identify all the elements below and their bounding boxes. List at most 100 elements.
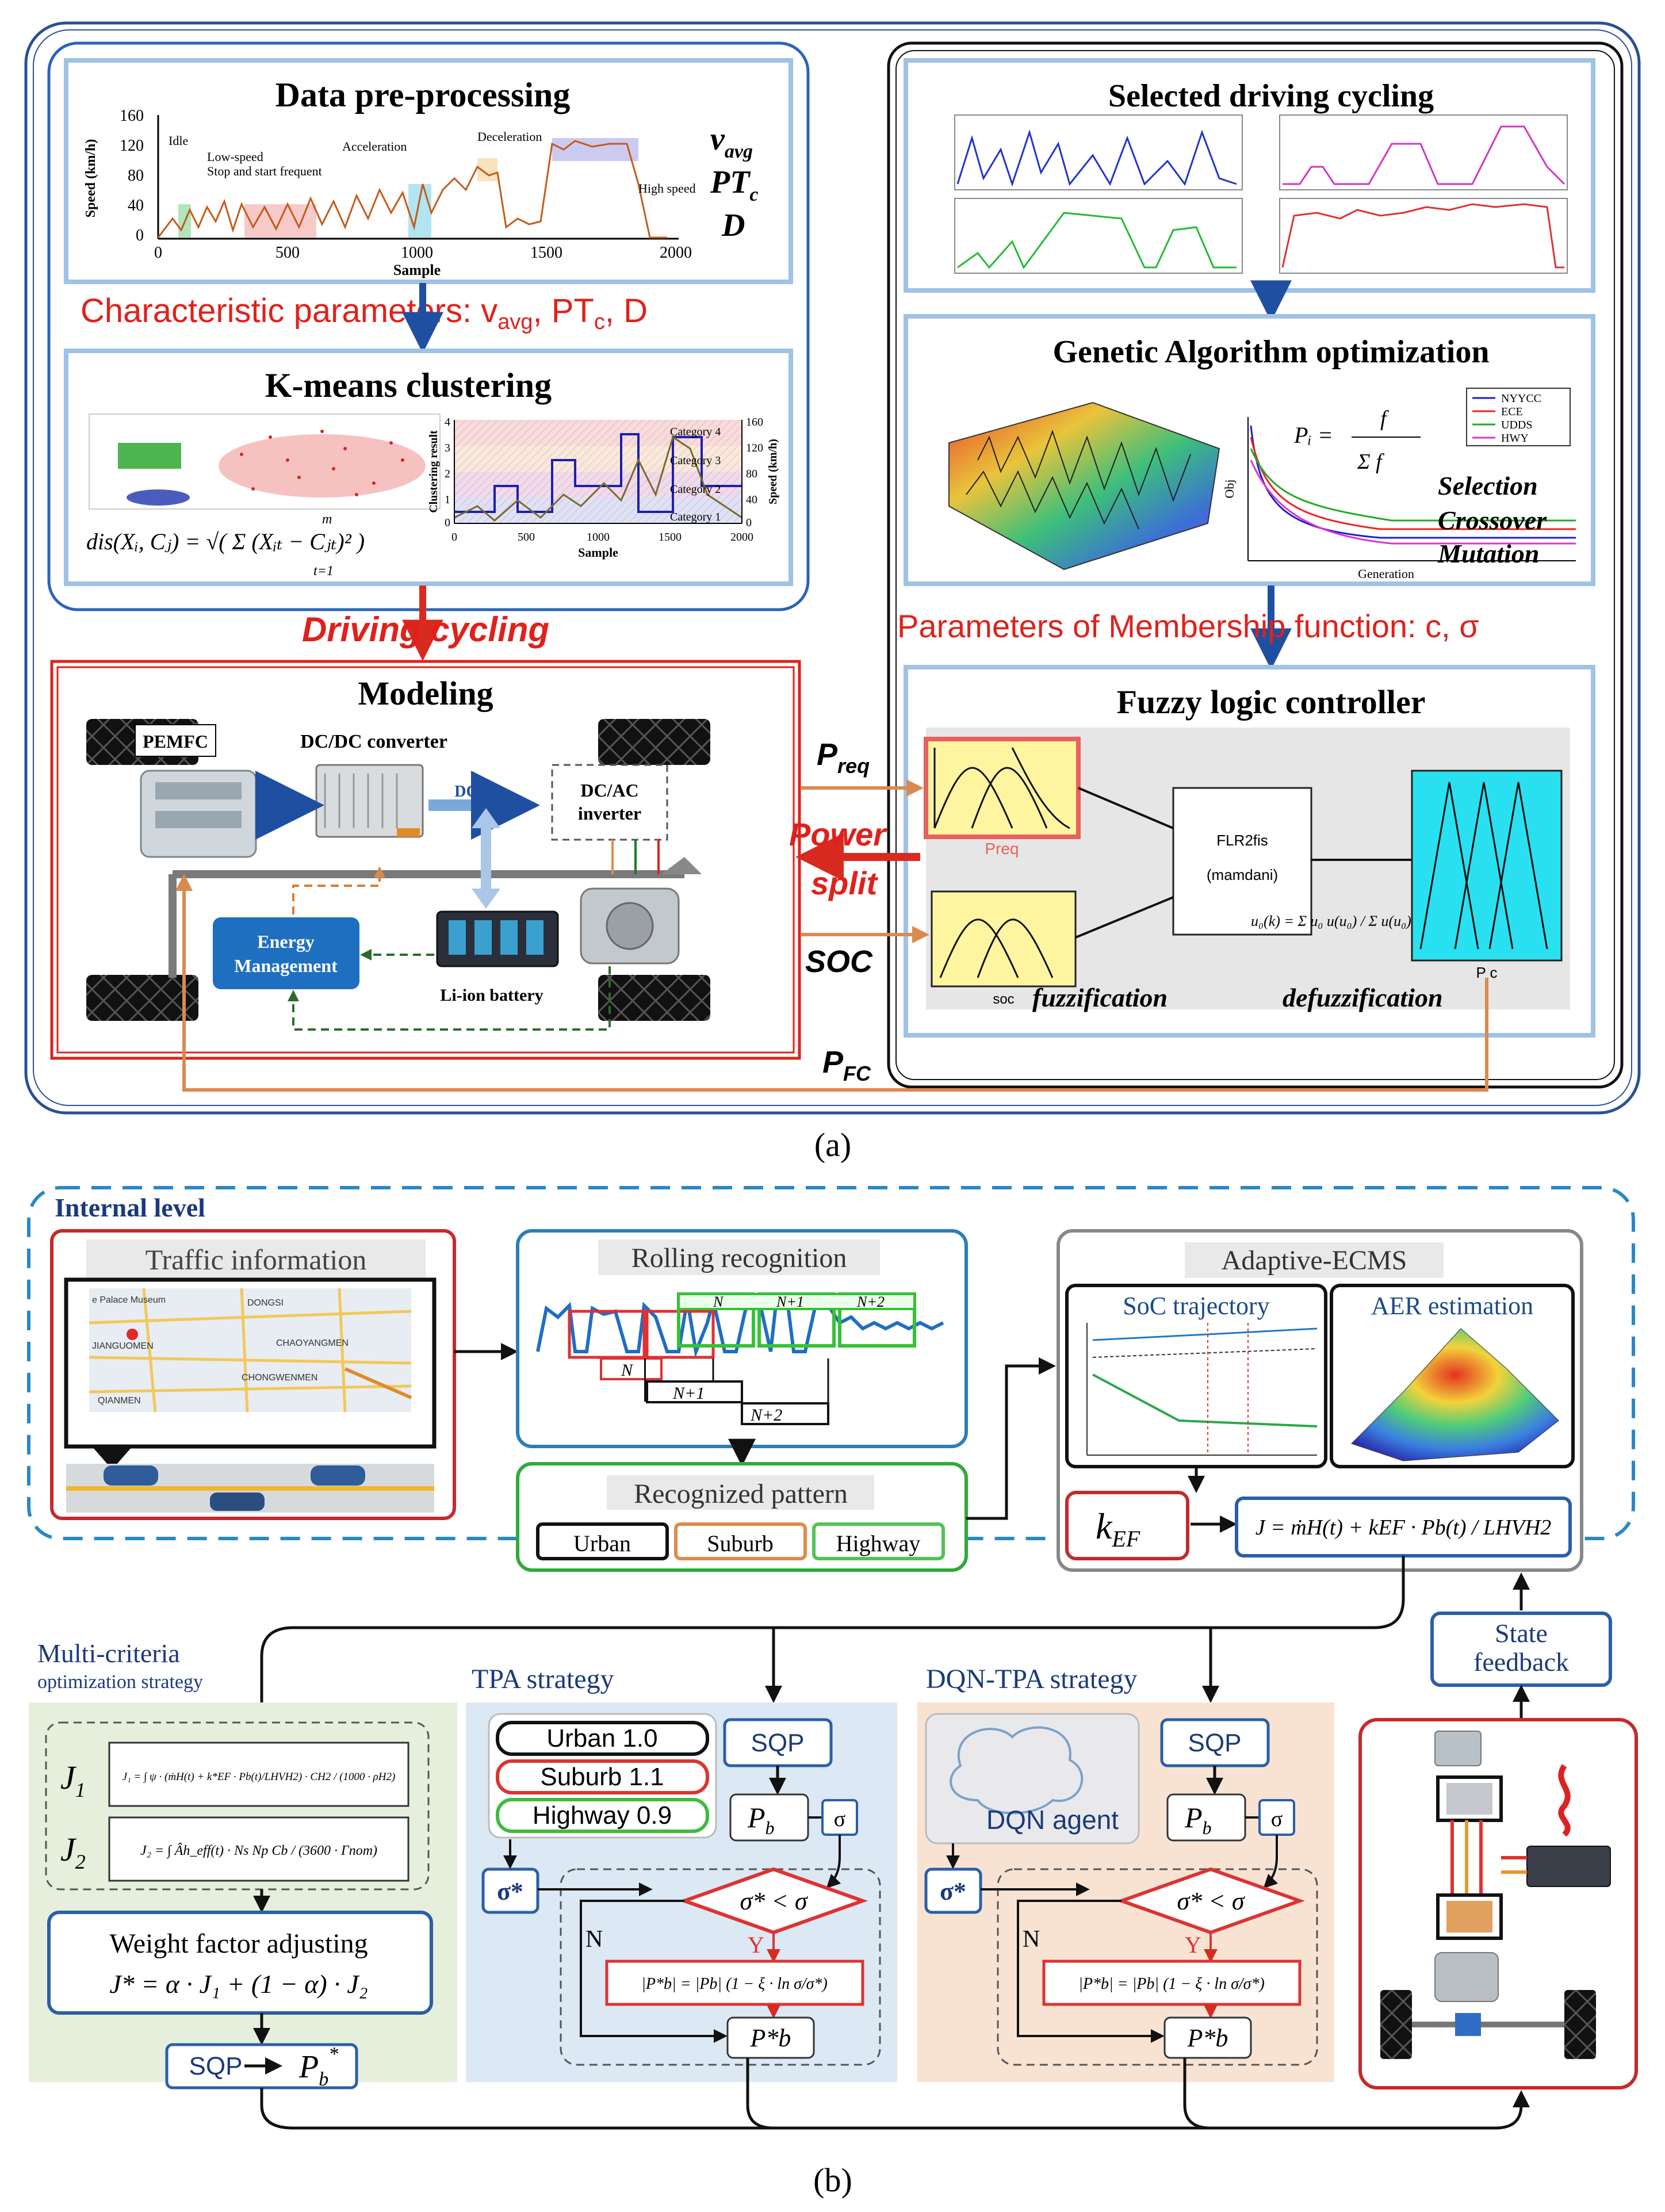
dqn-pb-label: Pb <box>1184 1801 1212 1838</box>
kmeans-ytick-right: 80 <box>746 468 757 480</box>
cost-function-formula: J = ṁH(t) + kEF · Pb(t) / LHVH2 <box>1256 1516 1552 1540</box>
defuzzification-label: defuzzification <box>1283 983 1443 1012</box>
inverter-icon <box>1446 1901 1492 1932</box>
tpa-result-label: P*b <box>750 2024 791 2052</box>
map-label: e Palace Museum <box>92 1295 166 1305</box>
dqn-agent-box <box>925 1713 1140 1844</box>
dp-xtick: 2000 <box>660 244 692 262</box>
tpa-weight-suburb <box>496 1759 709 1794</box>
kmeans-xtick: 1500 <box>659 531 682 544</box>
wheel-icon <box>86 975 198 1021</box>
dqn-sigma-label: σ <box>1271 1807 1283 1831</box>
pattern-urban-label: Urban <box>573 1530 631 1556</box>
weight-factor-title: Weight factor adjusting <box>109 1928 368 1959</box>
tpa-update-formula: |P*b| = |Pb| (1 − ξ · ln σ/σ*) <box>641 1975 828 1993</box>
tpa-weight-urban <box>496 1721 709 1756</box>
kmeans-formula-upper: m <box>322 512 332 527</box>
tpa-no-label: N <box>585 1926 603 1953</box>
membership-parameters-label: Parameters of Membership function: c, σ <box>897 608 1479 644</box>
kef-box <box>1065 1491 1189 1560</box>
pattern-highway <box>812 1522 945 1560</box>
kmeans-box: K-means clustering dis(Xᵢ, Cⱼ) = √( Σ (X… <box>64 349 793 586</box>
multi-criteria-title-2: optimization strategy <box>37 1671 203 1693</box>
tpa-update-box <box>605 1960 864 2006</box>
rolling-window-top-label: N <box>713 1293 724 1310</box>
wheel-icon <box>598 719 710 765</box>
state-feedback-line1: State <box>1495 1618 1548 1648</box>
fis-line2: (mamdani) <box>1207 866 1278 883</box>
converter-icon <box>1446 1783 1492 1815</box>
dqn-update-formula: |P*b| = |Pb| (1 − ξ · ln σ/σ*) <box>1078 1975 1265 1993</box>
energy-management-line1: Energy <box>257 931 315 952</box>
weight-factor-formula: J* = α · J₁ + (1 − α) · J₂ <box>109 1969 368 1999</box>
energy-management-box <box>213 917 359 989</box>
rolling-recognition-title: Rolling recognition <box>631 1243 847 1273</box>
rolling-window-top-label: N+2 <box>856 1293 885 1310</box>
dp-xtick: 0 <box>154 244 162 262</box>
dcac-label-line1: DC/AC <box>580 780 638 801</box>
car-icon <box>104 1465 158 1486</box>
kmeans-xlabel: Sample <box>578 545 618 560</box>
rolling-window-bottom-label: N+1 <box>672 1384 705 1403</box>
dp-ytick: 80 <box>128 167 144 185</box>
brain-icon <box>950 1726 1084 1815</box>
dcac-inverter-box <box>551 764 668 841</box>
tpa-weight-highway <box>496 1798 709 1833</box>
kmeans-xtick: 0 <box>451 531 457 544</box>
panel-b: Internal level Traffic information e Pal… <box>27 1186 1638 2130</box>
kef-label: kEF <box>1096 1506 1140 1552</box>
panel-a-outer-frame <box>24 21 1641 1115</box>
kmeans-ylabel-left: Clustering result <box>427 430 440 513</box>
motor-icon <box>1434 1952 1499 2002</box>
data-preprocessing-title: Data pre-processing <box>275 76 571 114</box>
weight-factor-box <box>47 1911 433 2015</box>
adaptive-ecms-title: Adaptive-ECMS <box>1222 1245 1407 1276</box>
fis-line1: FLR2fis <box>1216 832 1268 849</box>
caption-a: (a) <box>814 1126 851 1164</box>
wheel-icon <box>1380 1990 1412 2059</box>
map-label: CHONGWENMEN <box>242 1373 317 1383</box>
dp-side-param-d: D <box>721 208 745 243</box>
panel-a-inner-frame <box>33 29 1632 1106</box>
kmeans-formula: dis(Xᵢ, Cⱼ) = √( Σ (Xᵢₜ − Cⱼₜ)² ) <box>86 529 365 554</box>
dp-ytick: 160 <box>120 107 144 125</box>
dp-ytick: 120 <box>120 137 144 155</box>
pattern-suburb <box>674 1522 807 1560</box>
multi-pb-star: Pb* <box>298 2043 338 2090</box>
map-label: QIANMEN <box>98 1396 141 1406</box>
ga-optimization-box: Genetic Algorithm optimization NYYCC ECE… <box>904 314 1595 586</box>
kmeans-ytick-left: 3 <box>445 442 450 454</box>
kmeans-ytick-left: 4 <box>445 416 450 428</box>
driving-cycling-label: Driving cycling <box>302 610 549 649</box>
traffic-information-box: Traffic information e Palace Museum DONG… <box>50 1229 456 1520</box>
tpa-sqp-label: SQP <box>751 1729 805 1757</box>
tpa-sigma-star-box <box>481 1867 539 1914</box>
dp-speed-trace <box>157 140 667 239</box>
ga-op-label: Mutation <box>1437 539 1539 568</box>
kmeans-xtick: 500 <box>518 531 535 544</box>
map-label: CHAOYANGMEN <box>276 1338 349 1348</box>
ga-xlabel: Generation <box>1358 567 1414 581</box>
vehicle-schematic-box <box>1358 1718 1638 2089</box>
map-pin-icon <box>127 1329 138 1340</box>
dp-annotation: Low-speed <box>207 150 263 164</box>
state-feedback-line2: feedback <box>1473 1647 1569 1677</box>
map-label: DONGSI <box>247 1298 284 1308</box>
power-split-label-2: split <box>811 865 878 901</box>
dqn-no-label: N <box>1023 1926 1040 1953</box>
aer-surface-plot <box>1351 1328 1559 1461</box>
kmeans-category-label: Category 3 <box>670 454 721 467</box>
kmeans-ytick-right: 0 <box>746 516 752 529</box>
kmeans-category-label: Category 2 <box>670 483 721 496</box>
ga-legend-item: HWY <box>1501 432 1529 445</box>
j1-formula: J₁ = ∫ ψ · (ṁH(t) + k*EF · Pb(t)/LHVH2) … <box>123 1771 396 1784</box>
kmeans-ylabel-right: Speed (km/h) <box>767 439 779 504</box>
pemfc-label: PEMFC <box>143 731 208 752</box>
hydrogen-icon <box>1558 1764 1571 1837</box>
preq-membership-box <box>924 737 1081 839</box>
battery-pack-icon <box>1526 1846 1611 1887</box>
multi-criteria-panel: Multi-criteria optimization strategy J1 … <box>29 1639 457 2090</box>
tpa-weight-highway-label: Highway 0.9 <box>533 1801 672 1830</box>
power-split-label-1: Power <box>789 816 887 852</box>
dqn-update-box <box>1042 1960 1302 2006</box>
